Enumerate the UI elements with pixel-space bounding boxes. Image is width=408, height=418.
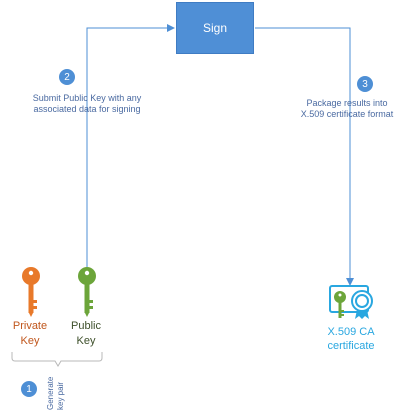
public-key-line1: Public [71,320,101,332]
step-1-caption: Generate key pair [46,377,66,410]
public-key-to-sign-arrow [86,24,175,268]
certificate-label: X.509 CA certificate [310,325,392,353]
private-key-line1: Private [12,320,48,332]
key-pair-brace [11,352,103,367]
step-3-line2: X.509 certificate format [300,109,394,119]
step-2-line1: Submit Public Key with any [32,93,142,103]
step-1-line1: Generate [46,376,55,410]
certificate-icon [329,285,373,319]
step-2-line2: associated data for signing [33,104,141,114]
step-1-badge: 1 [21,381,37,397]
step-1-number: 1 [26,383,32,395]
step-2-badge: 2 [59,69,75,85]
public-key-label: Public Key [60,319,112,349]
sign-label: Sign [202,21,228,35]
public-key-line2: Key [76,335,96,347]
private-key-icon [22,267,40,317]
step-3-badge: 3 [357,76,373,92]
private-key-label: Private Key [4,319,56,349]
certificate-line2: certificate [327,340,375,352]
step-3-caption: Package results into X.509 certificate f… [286,98,408,120]
step-2-caption: Submit Public Key with any associated da… [6,93,168,115]
step-2-number: 2 [64,71,70,83]
sign-to-certificate-arrow [255,27,354,286]
private-key-line2: Key [20,335,40,347]
step-3-number: 3 [362,78,368,90]
step-1-line2: key pair [56,381,65,410]
sign-box: Sign [176,2,254,54]
step-3-line1: Package results into [306,98,388,108]
public-key-icon [78,267,96,317]
certificate-line1: X.509 CA [327,326,375,338]
